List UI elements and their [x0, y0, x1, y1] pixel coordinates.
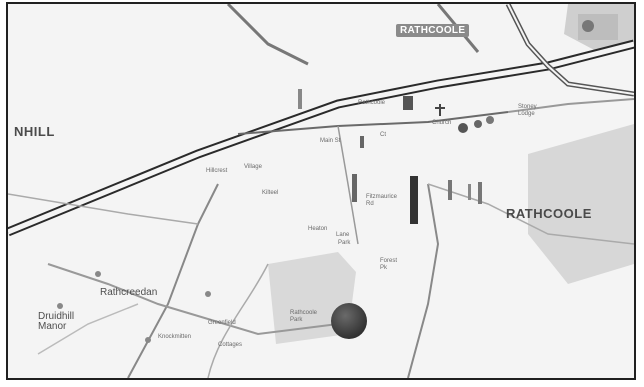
road-north-2 — [226, 4, 309, 66]
building-9 — [298, 89, 302, 109]
town-label-top: RATHCOOLE — [396, 24, 470, 37]
road-north-1-inner — [507, 4, 634, 95]
map-frame[interactable]: NHILL RATHCOOLE Rathcreedan Druidhill Ma… — [6, 2, 636, 380]
place-label-tiny-b: Stoney Lodge — [518, 104, 537, 117]
street-label-ct: Ct — [380, 132, 386, 138]
road-link — [337, 125, 359, 245]
street-label-main: Main St — [320, 138, 341, 144]
building-2 — [410, 176, 418, 224]
place-label-sport: Rathcoole Park — [290, 310, 318, 323]
place-label-tiny-g: Cottages — [218, 342, 243, 348]
road-west — [8, 193, 199, 225]
place-label-village: Village — [244, 164, 262, 170]
place-label-tiny-a: Rathcoole — [358, 100, 386, 106]
place-label-druidhill: Druidhill Manor — [38, 311, 75, 332]
building-8 — [468, 184, 471, 200]
park-area-east — [528, 124, 634, 284]
road-south-1 — [127, 183, 219, 378]
place-label-church: Church — [432, 120, 452, 126]
place-label-tiny-f: Knockmitten — [158, 334, 192, 340]
poi-icon-1 — [458, 123, 468, 133]
road-east-2 — [507, 98, 634, 113]
building-1 — [403, 96, 413, 110]
area-label-left: NHILL — [14, 124, 55, 139]
building-11 — [582, 20, 594, 32]
street-label-kilteel: Kilteel — [262, 190, 279, 196]
building-7 — [478, 182, 482, 204]
road-south-3 — [47, 263, 339, 336]
poi-icon-3 — [486, 116, 494, 124]
road-curve — [207, 263, 269, 378]
street-label-fitzmaurice: Fitzmaurice Rd — [366, 194, 398, 207]
road-east-1 — [427, 183, 634, 245]
road-spur — [37, 303, 139, 355]
place-label-forest: Forest Pk — [380, 258, 398, 271]
building-6 — [448, 180, 452, 200]
place-label-tiny-e: Park — [338, 240, 351, 246]
road-village — [237, 111, 509, 135]
map-canvas — [8, 4, 634, 378]
street-label-greenfield: Greenfield — [208, 320, 236, 326]
poi-icon-2 — [474, 120, 482, 128]
tree-icon-2 — [145, 337, 151, 343]
street-label-lane: Lane — [336, 232, 350, 238]
place-label-rathcreedan: Rathcreedan — [100, 287, 158, 298]
building-3 — [418, 182, 422, 222]
tree-icon-4 — [57, 303, 63, 309]
building-4 — [352, 174, 357, 202]
building-5 — [360, 136, 364, 148]
main-road-inner — [8, 41, 634, 235]
place-label-tiny-d: Heaton — [308, 226, 328, 232]
road-south-2 — [407, 183, 440, 378]
town-label-right: RATHCOOLE — [506, 206, 592, 221]
church-cross-icon — [435, 104, 445, 116]
place-label-tiny-c: Hillcrest — [206, 168, 228, 174]
tree-icon-1 — [95, 271, 101, 277]
location-dot-icon[interactable] — [331, 303, 367, 339]
tree-icon-3 — [205, 291, 211, 297]
